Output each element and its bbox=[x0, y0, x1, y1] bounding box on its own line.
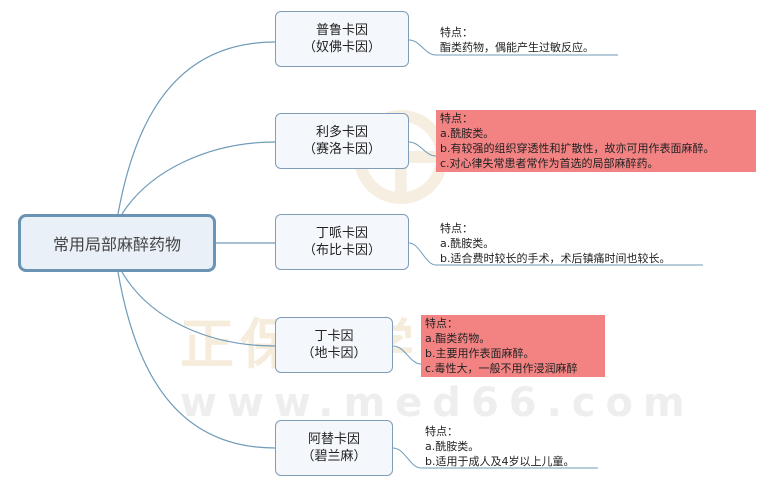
note-articaine: 特点： a.酰胺类。 b.适用于成人及4岁以上儿童。 bbox=[425, 424, 574, 469]
note-title: 特点： bbox=[425, 317, 458, 330]
note-bupivacaine: 特点： a.酰胺类。 b.适合费时较长的手术，术后镇痛时间也较长。 bbox=[440, 221, 670, 266]
drug-alias: （奴佛卡因） bbox=[302, 40, 381, 55]
note-line: a.酯类药物。 bbox=[425, 332, 491, 345]
note-line: c.对心律失常患者常作为首选的局部麻醉药。 bbox=[440, 157, 659, 170]
drug-node-lidocaine[interactable]: 利多卡因 （赛洛卡因） bbox=[275, 113, 409, 169]
connector-branch-4 bbox=[121, 271, 276, 347]
connector-branch-5 bbox=[117, 271, 276, 449]
note-line: a.酰胺类。 bbox=[425, 440, 480, 453]
connector-note-3 bbox=[408, 242, 437, 266]
note-tetracaine: 特点： a.酯类药物。 b.主要用作表面麻醉。 c.毒性大，一般不用作浸润麻醉 bbox=[421, 315, 605, 377]
connector-note-4 bbox=[392, 345, 422, 365]
drug-alias: （赛洛卡因） bbox=[302, 142, 381, 157]
connector-branch-1 bbox=[117, 41, 276, 215]
note-line: b.适用于成人及4岁以上儿童。 bbox=[425, 455, 575, 468]
note-title: 特点： bbox=[440, 222, 473, 235]
central-topic[interactable]: 常用局部麻醉药物 bbox=[18, 214, 216, 272]
note-line: 酯类药物，偶能产生过敏反应。 bbox=[440, 41, 594, 54]
note-title: 特点： bbox=[440, 112, 473, 125]
drug-alias: （碧兰麻） bbox=[301, 449, 367, 464]
drug-name: 利多卡因 bbox=[315, 125, 368, 140]
note-title: 特点： bbox=[440, 26, 473, 39]
note-line: c.毒性大，一般不用作浸润麻醉 bbox=[425, 362, 578, 375]
connector-note-5 bbox=[392, 447, 422, 469]
drug-alias: （布比卡因） bbox=[302, 243, 381, 258]
drug-node-bupivacaine[interactable]: 丁哌卡因 （布比卡因） bbox=[275, 214, 409, 270]
note-line: a.酰胺类。 bbox=[440, 237, 495, 250]
connector-branch-2 bbox=[121, 141, 276, 215]
drug-name: 阿替卡因 bbox=[307, 432, 360, 447]
connector-note-2 bbox=[408, 141, 437, 157]
drug-name: 丁卡因 bbox=[314, 329, 354, 344]
note-lidocaine: 特点： a.酰胺类。 b.有较强的组织穿透性和扩散性，故亦可用作表面麻醉。 c.… bbox=[436, 110, 756, 172]
drug-node-tetracaine[interactable]: 丁卡因 （地卡因） bbox=[275, 317, 393, 373]
drug-name: 普鲁卡因 bbox=[315, 23, 368, 38]
drug-name: 丁哌卡因 bbox=[315, 226, 368, 241]
connector-note-1 bbox=[408, 39, 437, 56]
drug-alias: （地卡因） bbox=[301, 346, 367, 361]
note-line: a.酰胺类。 bbox=[440, 127, 495, 140]
note-procaine: 特点： 酯类药物，偶能产生过敏反应。 bbox=[440, 25, 594, 55]
drug-node-articaine[interactable]: 阿替卡因 （碧兰麻） bbox=[275, 420, 393, 476]
note-line: b.主要用作表面麻醉。 bbox=[425, 347, 535, 360]
note-line: b.适合费时较长的手术，术后镇痛时间也较长。 bbox=[440, 252, 671, 265]
note-title: 特点： bbox=[425, 425, 458, 438]
central-topic-label: 常用局部麻醉药物 bbox=[52, 235, 181, 254]
drug-node-procaine[interactable]: 普鲁卡因 （奴佛卡因） bbox=[275, 11, 409, 67]
note-line: b.有较强的组织穿透性和扩散性，故亦可用作表面麻醉。 bbox=[440, 142, 715, 155]
